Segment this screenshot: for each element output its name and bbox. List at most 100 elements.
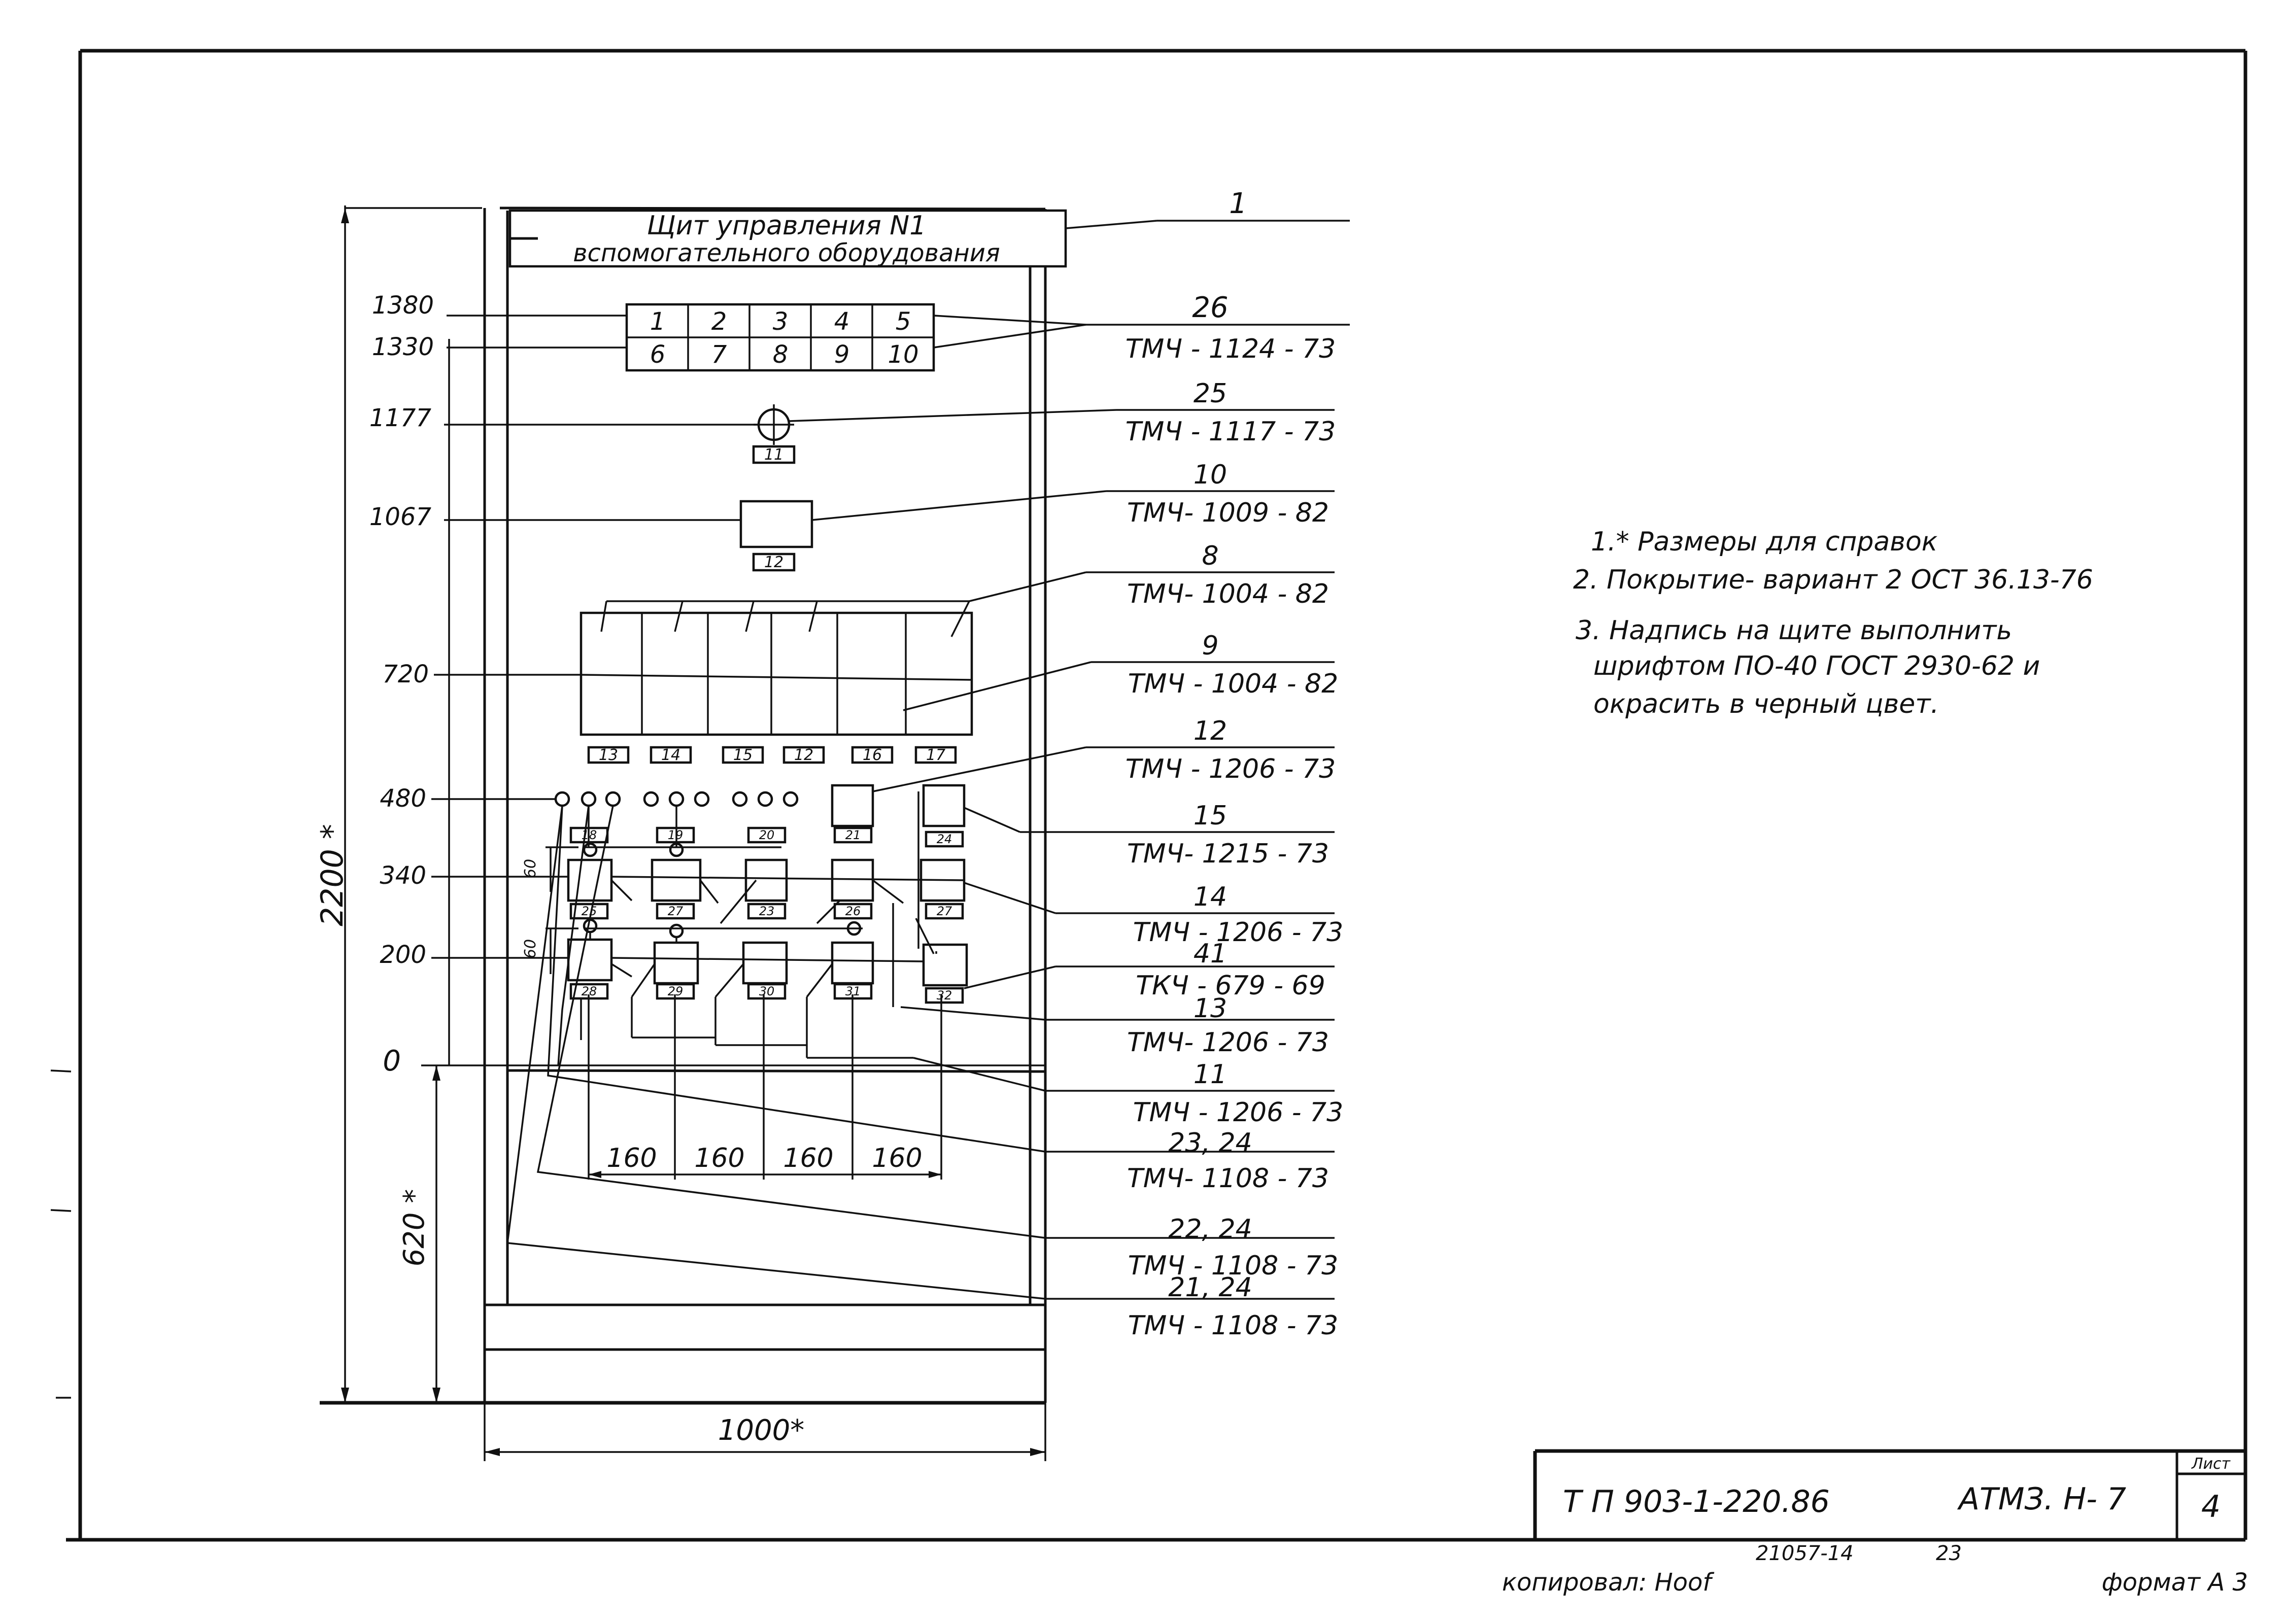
row-200-devices: 28 29 30 31 32 [567,938,968,1004]
svg-text:27: 27 [668,904,684,918]
gap-dims: 60 60 [522,846,578,974]
svg-text:30: 30 [759,984,775,998]
svg-text:480: 480 [380,784,426,813]
edge-ticks [50,1069,72,1399]
svg-text:22, 24: 22, 24 [1168,1214,1252,1245]
title-doc-code: АТМЗ. Н- 7 [1957,1481,2126,1517]
svg-text:20: 20 [759,828,775,842]
device-1067: 12 [739,500,813,572]
svg-text:14: 14 [661,746,680,764]
copied-by: копировал: Hoof [1502,1568,1714,1597]
internal-leaders [506,791,1046,1300]
svg-text:0: 0 [383,1045,401,1078]
svg-text:2: 2 [711,307,727,336]
svg-text:23, 24: 23, 24 [1168,1128,1252,1158]
spacing-dimension: 160 160 160 160 [589,1143,941,1178]
svg-text:26: 26 [845,904,861,918]
svg-text:1177: 1177 [369,404,432,432]
svg-text:10: 10 [1194,460,1227,490]
svg-text:9: 9 [834,340,850,369]
svg-text:10: 10 [888,340,918,369]
meter-tags: 13 14 15 12 16 17 [587,746,957,764]
svg-text:41: 41 [1194,939,1227,969]
svg-text:3: 3 [773,307,789,336]
callout-texts: 1 26 ТМЧ - 1124 - 73 25 ТМЧ - 1117 - 73 … [1126,187,1343,1341]
svg-text:19: 19 [668,828,684,842]
svg-text:14: 14 [1194,882,1227,912]
title-sheet-number: 4 [2201,1489,2221,1525]
note-3-line3: окрасить в черный цвет. [1593,689,1939,719]
svg-text:160: 160 [872,1143,922,1173]
panel-title-line1: Щит управления N1 [647,211,927,241]
svg-text:16: 16 [863,746,882,764]
svg-text:11: 11 [764,446,783,464]
svg-text:ТКЧ - 679 - 69: ТКЧ - 679 - 69 [1136,971,1325,1001]
svg-text:26: 26 [1192,291,1228,324]
svg-text:25: 25 [582,904,597,918]
svg-text:32: 32 [937,988,952,1003]
elevation-labels: 1380 1330 1177 1067 720 480 340 200 0 [369,291,434,1078]
archive-page: 23 [1936,1542,1962,1565]
svg-text:27: 27 [937,904,952,918]
panel-title-line2: вспомогательного оборудования [573,239,1000,267]
row-480-devices: 18 19 20 21 24 [554,784,966,857]
svg-text:6: 6 [650,340,666,369]
svg-text:12: 12 [794,746,813,764]
svg-text:1330: 1330 [372,333,434,361]
svg-text:ТМЧ - 1108 - 73: ТМЧ - 1108 - 73 [1128,1251,1338,1281]
svg-text:60: 60 [522,859,539,878]
height-bottom-label: 620 * [398,1189,431,1267]
title-sheet-label: Лист [2191,1455,2231,1473]
row-340-devices: 25 27 23 26 27 [567,858,966,939]
notes: 1.* Размеры для справок 2. Покрытие- вар… [1573,527,2093,719]
title-doc-number: Т П 903-1-220.86 [1563,1484,1830,1519]
svg-text:8: 8 [773,340,789,369]
svg-text:ТМЧ - 1004 - 82: ТМЧ - 1004 - 82 [1128,669,1338,699]
control-panel [320,206,1067,1405]
svg-text:11: 11 [1194,1059,1227,1090]
svg-text:23: 23 [759,904,775,918]
meter-row [579,600,973,736]
svg-text:ТМЧ - 1124 - 73: ТМЧ - 1124 - 73 [1126,334,1336,364]
svg-text:ТМЧ - 1108 - 73: ТМЧ - 1108 - 73 [1128,1310,1338,1341]
svg-text:5: 5 [896,307,911,336]
title-block [1533,1449,2245,1540]
round-indicator: 11 [752,404,796,464]
svg-text:13: 13 [1194,993,1227,1024]
terminal-labels: 1 2 3 4 5 6 7 8 9 10 [650,307,919,369]
svg-text:ТМЧ- 1004 - 82: ТМЧ- 1004 - 82 [1127,579,1329,609]
svg-text:13: 13 [599,746,618,764]
svg-text:12: 12 [1194,716,1227,746]
svg-text:25: 25 [1194,378,1227,409]
height-dimension [341,205,482,1403]
callout-leaders [789,220,1350,1300]
svg-text:8: 8 [1202,541,1218,571]
svg-text:21: 21 [845,828,861,842]
note-3: 3. Надпись на щите выполнить [1576,615,2012,646]
svg-text:ТМЧ - 1206 - 73: ТМЧ - 1206 - 73 [1133,1097,1343,1128]
svg-text:7: 7 [711,340,727,369]
svg-text:4: 4 [834,307,850,336]
terminal-block [625,303,935,372]
width-dimension [484,1403,1046,1461]
svg-text:200: 200 [380,941,426,969]
archive-number: 21057-14 [1756,1542,1854,1565]
svg-text:160: 160 [783,1143,833,1173]
svg-text:340: 340 [380,861,426,890]
svg-text:ТМЧ - 1206 - 73: ТМЧ - 1206 - 73 [1126,754,1336,784]
svg-text:1: 1 [650,307,666,336]
width-dimension-label: 1000* [718,1414,805,1447]
svg-text:ТМЧ - 1117 - 73: ТМЧ - 1117 - 73 [1126,417,1336,447]
svg-text:1: 1 [1229,187,1247,220]
svg-text:ТМЧ - 1206 - 73: ТМЧ - 1206 - 73 [1133,917,1343,948]
svg-text:60: 60 [522,939,539,958]
svg-text:1380: 1380 [372,291,434,320]
svg-text:ТМЧ- 1009 - 82: ТМЧ- 1009 - 82 [1127,498,1329,528]
svg-text:ТМЧ- 1215 - 73: ТМЧ- 1215 - 73 [1127,839,1329,869]
svg-text:17: 17 [926,746,945,764]
svg-text:ТМЧ- 1108 - 73: ТМЧ- 1108 - 73 [1127,1163,1329,1194]
format-label: формат А 3 [2102,1568,2248,1597]
svg-text:160: 160 [694,1143,744,1173]
note-3-line2: шрифтом ПО-40 ГОСТ 2930-62 и [1593,651,2040,681]
